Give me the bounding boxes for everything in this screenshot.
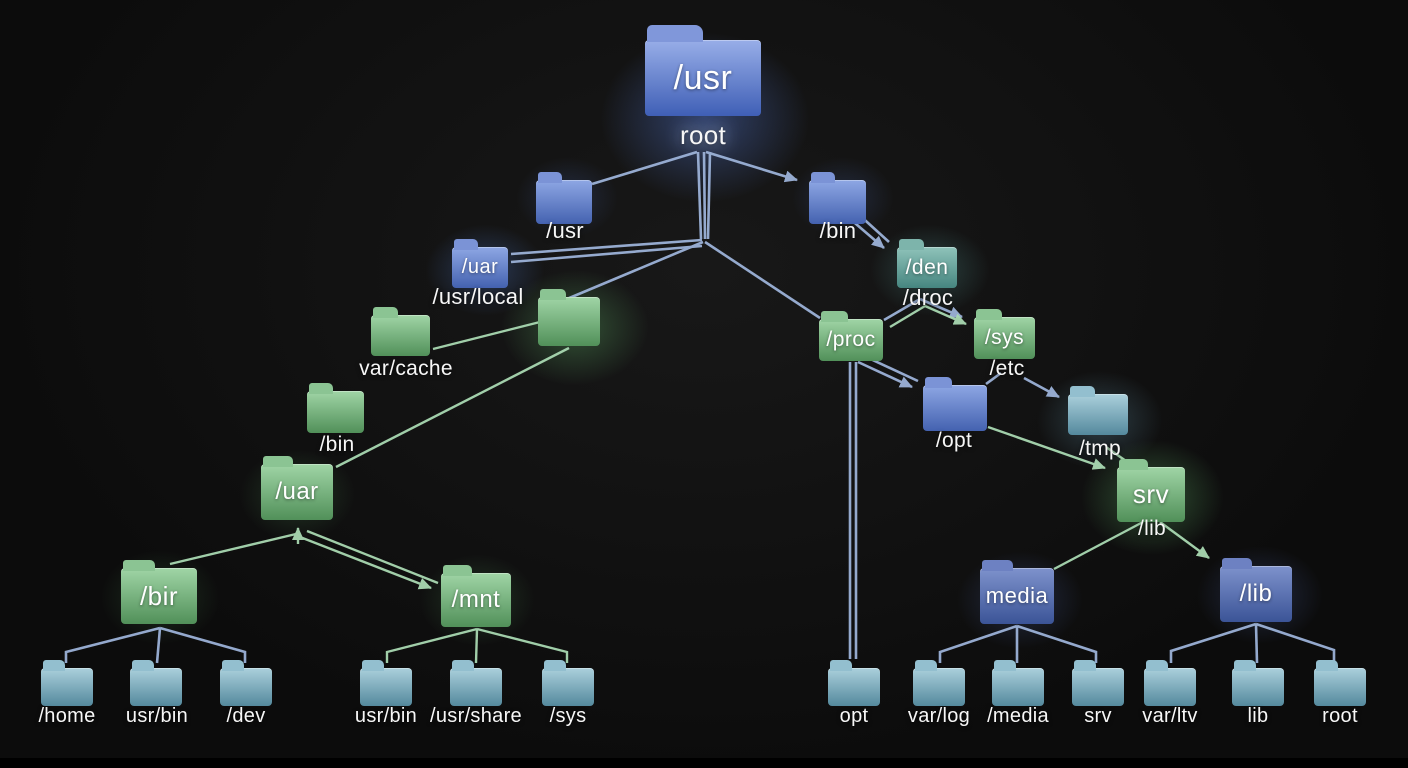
folder-media: media: [980, 560, 1054, 624]
folder-usr-local-green: [538, 289, 600, 346]
caption-usr-local: /usr/local: [432, 284, 524, 309]
folder-var-cache: [371, 307, 430, 356]
folder-bir-label: /bir: [139, 580, 179, 611]
caption-varltv: var/ltv: [1142, 705, 1198, 727]
folder-bin-blue: [809, 172, 866, 224]
caption-dev: /dev: [226, 705, 266, 727]
caption-usrshare: /usr/share: [430, 705, 522, 727]
caption-bin: /bin: [819, 218, 857, 243]
folder-media-leaf: [992, 660, 1044, 706]
folder-opt: [923, 377, 987, 431]
caption-lib-srv: /lib: [1137, 517, 1167, 540]
folder-home-leaf: [41, 660, 93, 706]
folder-proc-label: /proc: [826, 328, 876, 351]
caption-droc: /droc: [902, 285, 954, 310]
folder-srv: srv: [1117, 459, 1185, 522]
folder-varltv-leaf: [1144, 660, 1196, 706]
folder-den: /den: [897, 239, 957, 288]
folder-lib-leaf: [1232, 660, 1284, 706]
folder-lib: /lib: [1220, 558, 1292, 622]
folder-media-label: media: [985, 583, 1049, 608]
caption-sys-leaf: /sys: [549, 705, 587, 727]
caption-media-leaf: /media: [987, 705, 1049, 727]
folder-root-leaf: [1314, 660, 1366, 706]
folder-uar-blue-label: /uar: [461, 256, 499, 278]
caption-lib-leaf: lib: [1247, 705, 1269, 727]
caption-home: /home: [38, 705, 96, 727]
folder-root: /usr: [645, 25, 761, 116]
folder-bin-green: [307, 383, 364, 433]
folder-varlog-leaf: [913, 660, 965, 706]
folder-usr: [536, 172, 592, 224]
caption-root: root: [679, 120, 727, 150]
folder-mnt-label: /mnt: [451, 586, 501, 613]
edges-blue: [64, 150, 1336, 664]
folder-lib-label: /lib: [1239, 580, 1273, 607]
caption-usr: /usr: [546, 218, 584, 243]
caption-bin-green: /bin: [319, 433, 355, 456]
folder-root-label: /usr: [673, 58, 733, 97]
folder-usrbin-mid-leaf: [360, 660, 412, 706]
folder-usrshare-leaf: [450, 660, 502, 706]
caption-opt: /opt: [935, 429, 973, 452]
caption-opt-leaf: opt: [839, 705, 869, 727]
caption-root-leaf: root: [1322, 705, 1358, 727]
folder-sys: /sys: [974, 309, 1035, 359]
bottom-black-strip: [0, 758, 1408, 768]
caption-usrbin-left: usr/bin: [125, 705, 189, 727]
folder-usrbin-left-leaf: [130, 660, 182, 706]
edges-green: [169, 304, 1210, 664]
caption-var-cache: var/cache: [359, 357, 453, 380]
folder-uar-blue: /uar: [452, 239, 508, 288]
caption-tmp: /tmp: [1078, 437, 1122, 460]
folder-bir: /bir: [121, 560, 197, 624]
caption-srv-leaf: srv: [1084, 705, 1112, 727]
folder-sys-label: /sys: [984, 326, 1025, 349]
folder-uar-green: /uar: [261, 456, 333, 520]
folder-proc: /proc: [819, 311, 883, 361]
caption-usrbin-mid: usr/bin: [354, 705, 418, 727]
folder-den-label: /den: [905, 255, 949, 279]
folder-srv-leaf: [1072, 660, 1124, 706]
caption-varlog: var/log: [907, 705, 971, 727]
folder-mnt: /mnt: [441, 565, 511, 627]
folder-uar-green-label: /uar: [275, 478, 319, 505]
caption-etc: /etc: [989, 357, 1025, 380]
folder-opt-leaf: [828, 660, 880, 706]
folder-tmp: [1068, 386, 1128, 435]
folder-sys-leaf: [542, 660, 594, 706]
folder-srv-label: srv: [1132, 479, 1170, 509]
folder-dev-leaf: [220, 660, 272, 706]
